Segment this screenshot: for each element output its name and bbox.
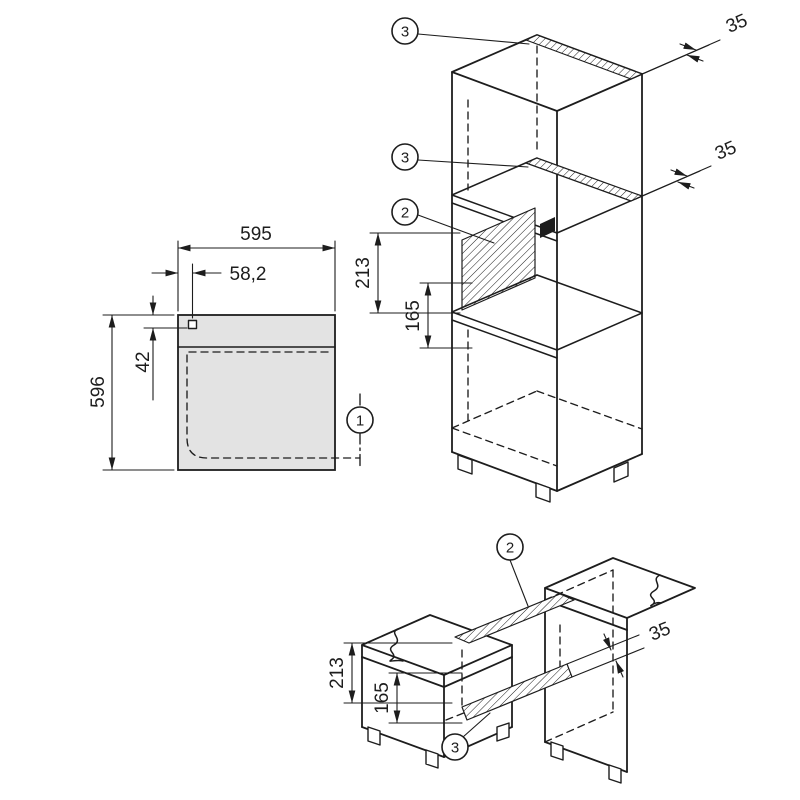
- callout-cutout-circle: [391, 198, 419, 226]
- cabinet-foot: [613, 461, 629, 483]
- callout-front-number: 1: [356, 413, 364, 430]
- dim-cutout-upper-label: 213: [327, 657, 348, 689]
- counter-break-line: [649, 574, 662, 607]
- callout-vent-top-number: 3: [401, 24, 409, 41]
- callout-vent-number: 3: [451, 740, 459, 757]
- mains-connection-box: [540, 217, 555, 238]
- callout-front-circle: [346, 406, 374, 434]
- counter-break-line: [389, 628, 404, 662]
- dim-height-label: 596: [88, 376, 109, 408]
- cabinet-foot: [608, 764, 622, 784]
- callout-vent-circle: [441, 733, 469, 761]
- dim-cutout-lower-label: 165: [372, 682, 393, 714]
- dim-top-clearance-label: 42: [133, 351, 154, 372]
- base-cabinet-view: 213 165 35 2 3: [327, 533, 696, 784]
- right-base-cabinet: [544, 557, 696, 784]
- callout-vent-top-circle: [391, 17, 419, 45]
- callout-cutout-number: 2: [401, 205, 409, 222]
- back-wall-cutout: [454, 593, 575, 644]
- dim-vent-floor-label: 35: [646, 618, 673, 645]
- cabinet-foot: [457, 454, 473, 475]
- dim-vent-shelf: 35: [630, 137, 740, 202]
- dim-cutout-upper: 213: [353, 232, 461, 314]
- door-clearance-outline: [186, 351, 361, 459]
- cabinet-foot: [367, 726, 381, 746]
- callout-cutout: 2: [496, 533, 529, 607]
- back-wall-cutout: [461, 207, 536, 311]
- dim-cutout-lower: 165: [372, 672, 463, 724]
- compartment-floor: [451, 274, 643, 359]
- dim-width: 595: [177, 224, 336, 312]
- cabinet-foot: [425, 749, 439, 769]
- callout-vent-shelf: 3: [391, 143, 529, 171]
- dim-cutout-lower: 165: [403, 282, 473, 349]
- callout-vent-shelf-number: 3: [401, 150, 409, 167]
- dim-width-label: 595: [240, 224, 272, 245]
- callout-vent: 3: [441, 712, 491, 761]
- callout-cutout: 2: [391, 198, 495, 244]
- dim-connection-offset-label: 58,2: [230, 264, 267, 285]
- callout-cutout-circle: [496, 533, 524, 561]
- callout-cutout-number: 2: [506, 540, 514, 557]
- dim-cutout-upper-label: 213: [353, 257, 374, 289]
- dim-vent-top: 35: [630, 10, 751, 80]
- dim-connection-offset: 58,2: [151, 263, 267, 319]
- cabinet-foot: [535, 482, 551, 503]
- dim-top-clearance: 42: [133, 295, 188, 401]
- dim-vent-top-label: 35: [723, 10, 751, 38]
- front-view: 595 58,2 42 596 1: [88, 224, 374, 471]
- vent-cutout-shelf: [525, 157, 643, 202]
- connection-point-marker: [187, 319, 198, 330]
- cabinet-foot: [496, 722, 510, 742]
- appliance-front-panel: [177, 314, 336, 471]
- callout-vent-top: 3: [391, 17, 530, 45]
- dim-cutout-lower-label: 165: [403, 300, 424, 332]
- cabinet-foot: [550, 741, 564, 761]
- dim-height: 596: [88, 314, 175, 471]
- dim-vent-shelf-label: 35: [712, 137, 740, 165]
- callout-front: 1: [346, 393, 374, 470]
- callout-vent-shelf-circle: [391, 143, 419, 171]
- tall-cabinet-view: 35 35 213 165 3: [353, 10, 751, 503]
